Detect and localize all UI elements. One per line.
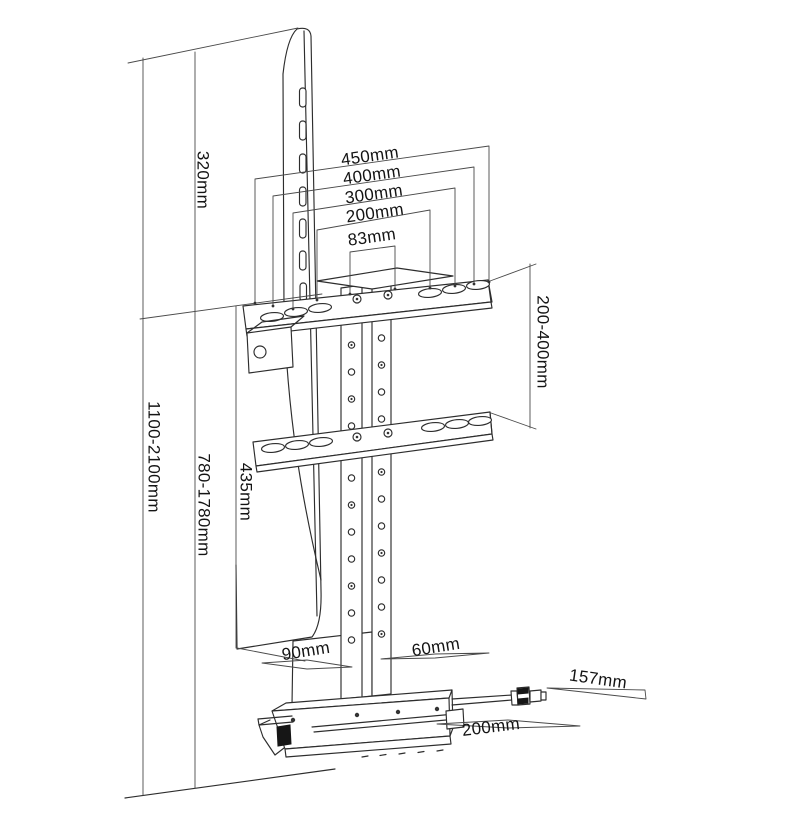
wall-bracket <box>246 315 305 374</box>
dim-label-tv-top-to-bracket: 320mm <box>194 151 213 209</box>
dim-label-width-83: 83mm <box>347 224 398 250</box>
locking-bolt <box>451 686 547 706</box>
column-rails <box>340 281 392 700</box>
bottom-vesa-bar <box>252 411 494 473</box>
dim-label-overall-height: 1100-2100mm <box>145 401 164 513</box>
dim-label-base-rail: 200mm <box>461 714 521 740</box>
dim-label-vesa-vertical: 200-400mm <box>534 295 553 388</box>
top-mount-plate <box>316 267 454 290</box>
base-slide-rail <box>257 708 465 733</box>
base-unit <box>257 689 465 758</box>
dim-label-bracket-to-floor: 780-1780mm <box>195 453 214 556</box>
base-clamp <box>258 719 292 756</box>
dimension-lines <box>127 27 647 796</box>
floor-line <box>124 768 336 799</box>
dim-label-column-length: 435mm <box>237 463 256 521</box>
rail-holes <box>347 334 386 644</box>
